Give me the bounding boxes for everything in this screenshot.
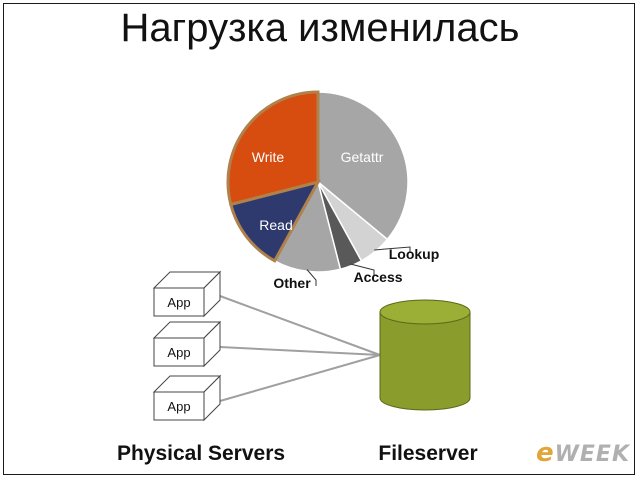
pie-slice-write	[226, 90, 320, 207]
app-box: App	[152, 320, 222, 368]
connection-line	[219, 295, 381, 356]
pie-label-access: Access	[353, 269, 402, 285]
pie-label-lookup: Lookup	[389, 246, 440, 262]
connection-line	[219, 354, 381, 402]
pie-label-other: Other	[273, 275, 311, 291]
app-box: App	[152, 270, 222, 318]
slide-title: Нагрузка изменилась	[120, 6, 520, 50]
slide-frame	[3, 3, 635, 475]
pie-leader-line	[374, 246, 411, 253]
pie-leader-line	[306, 269, 317, 286]
pie-label-getattr: Getattr	[341, 149, 384, 165]
pie-label-write: Write	[252, 149, 285, 165]
fileserver-label: Fileserver	[378, 442, 477, 465]
pie-slice-getattr	[317, 91, 409, 241]
pie-slice-read	[229, 179, 321, 263]
connection-lines	[219, 295, 381, 402]
eweek-logo: eWEEK	[535, 438, 630, 468]
app-label: App	[167, 295, 190, 310]
app-label: App	[167, 399, 190, 414]
pie-leader-line	[350, 263, 375, 276]
fileserver-cylinder	[379, 299, 471, 411]
connection-line	[219, 346, 381, 356]
physical-servers-label: Physical Servers	[117, 442, 285, 465]
app-box: App	[152, 374, 222, 422]
pie-label-read: Read	[259, 217, 292, 233]
app-label: App	[167, 345, 190, 360]
